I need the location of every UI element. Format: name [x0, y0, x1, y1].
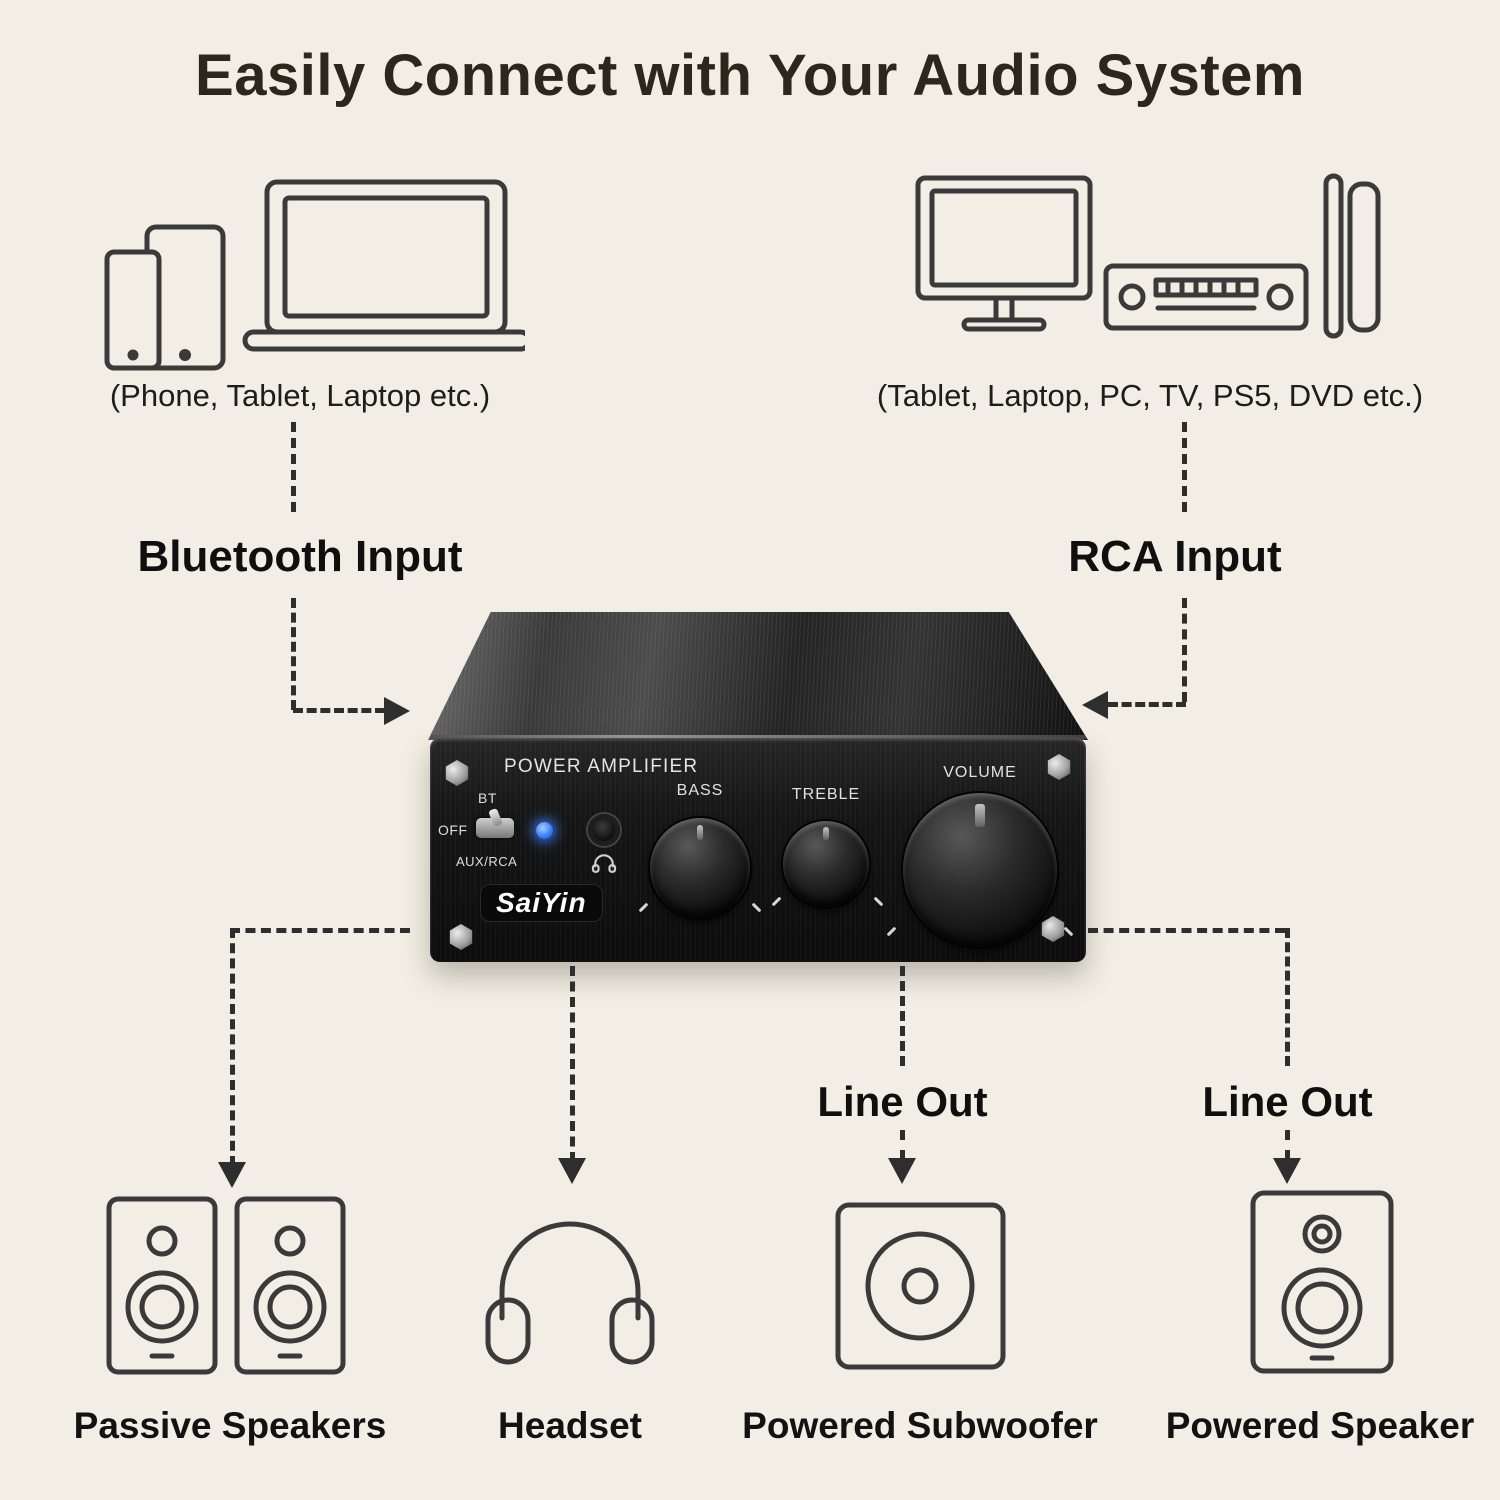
powered-speaker-line-out-label: Line Out [1202, 1078, 1373, 1125]
passive-speakers-label: Passive Speakers [73, 1405, 387, 1446]
powered-speaker-icon [1250, 1190, 1394, 1374]
powered-speaker-label: Powered Speaker [1165, 1405, 1475, 1446]
av-receiver-icon [1103, 263, 1309, 331]
phone-tablet-laptop-icon [104, 179, 525, 371]
subwoofer-line-out-label: Line Out [817, 1078, 988, 1125]
powered-speaker-line-stem [1285, 1130, 1290, 1160]
screw-icon [445, 760, 469, 786]
screw-icon [1047, 754, 1071, 780]
monitor-icon [915, 175, 1093, 301]
subwoofer-line-vertical [900, 966, 905, 1066]
knob-tick [873, 896, 884, 907]
panel-title: POWER AMPLIFIER [504, 756, 699, 777]
rca-connector-line-horizontal [1108, 702, 1186, 707]
volume-knob-label: VOLUME [943, 764, 1017, 781]
knob-tick [886, 926, 897, 937]
headset-line-vertical [570, 966, 575, 1162]
headset-icon [485, 1221, 655, 1365]
treble-knob-label: TREBLE [791, 786, 861, 803]
rca-arrow-icon [1082, 691, 1108, 719]
knob-tick [1063, 926, 1074, 937]
knob-tick [751, 902, 762, 913]
pc-tv-ps5-dvd-icon [915, 173, 1381, 339]
bluetooth-connector-line-top [291, 422, 296, 512]
rca-connector-line-top [1182, 422, 1187, 512]
amplifier-top-face [428, 612, 1088, 740]
knob-tick [771, 896, 782, 907]
bass-knob-label: BASS [676, 782, 724, 799]
page-title: Easily Connect with Your Audio System [195, 43, 1305, 108]
switch-label-bt: BT [478, 790, 497, 806]
subwoofer-arrow-icon [888, 1158, 916, 1184]
subwoofer-icon [835, 1202, 1006, 1370]
right-devices-caption: (Tablet, Laptop, PC, TV, PS5, DVD etc.) [876, 378, 1424, 413]
input-select-switch[interactable] [476, 818, 514, 838]
powered-speaker-line-horizontal [1088, 928, 1285, 933]
ps5-icon [1323, 173, 1344, 339]
bluetooth-connector-line-bottom [291, 598, 296, 710]
headset-arrow-icon [558, 1158, 586, 1184]
passive-speakers-arrow-icon [218, 1162, 246, 1188]
phone-icon [104, 249, 162, 371]
amplifier-edge [430, 735, 1086, 740]
passive-speakers-line-vertical [230, 928, 235, 1166]
bass-knob[interactable] [650, 818, 750, 918]
screw-icon [449, 924, 473, 950]
rca-connector-line-bottom [1182, 598, 1187, 702]
subwoofer-line-stem [900, 1130, 905, 1160]
headset-label: Headset [498, 1405, 642, 1446]
powered-subwoofer-label: Powered Subwoofer [742, 1405, 1098, 1446]
power-led [536, 822, 553, 839]
passive-speakers-icon [106, 1196, 346, 1375]
bluetooth-connector-line-horizontal [293, 708, 385, 713]
headphone-jack-icon[interactable] [588, 814, 620, 846]
powered-speaker-line-vertical [1285, 928, 1290, 1066]
passive-speakers-line-horizontal [230, 928, 410, 933]
amplifier-front-panel: POWER AMPLIFIER BT OFF AUX/RCA SaiYin BA… [430, 738, 1086, 962]
bluetooth-input-label: Bluetooth Input [137, 532, 463, 581]
rca-input-label: RCA Input [1068, 532, 1282, 581]
switch-label-off: OFF [438, 822, 468, 838]
headphone-glyph-icon [591, 854, 617, 873]
knob-tick [638, 902, 649, 913]
bluetooth-arrow-icon [384, 697, 410, 725]
laptop-icon [264, 179, 508, 335]
treble-knob[interactable] [783, 821, 869, 907]
powered-speaker-arrow-icon [1273, 1158, 1301, 1184]
volume-knob[interactable] [903, 793, 1057, 947]
switch-label-aux-rca: AUX/RCA [456, 854, 518, 869]
screw-icon [1041, 916, 1065, 942]
brand-logo: SaiYin [480, 884, 603, 922]
left-devices-caption: (Phone, Tablet, Laptop etc.) [109, 378, 491, 413]
